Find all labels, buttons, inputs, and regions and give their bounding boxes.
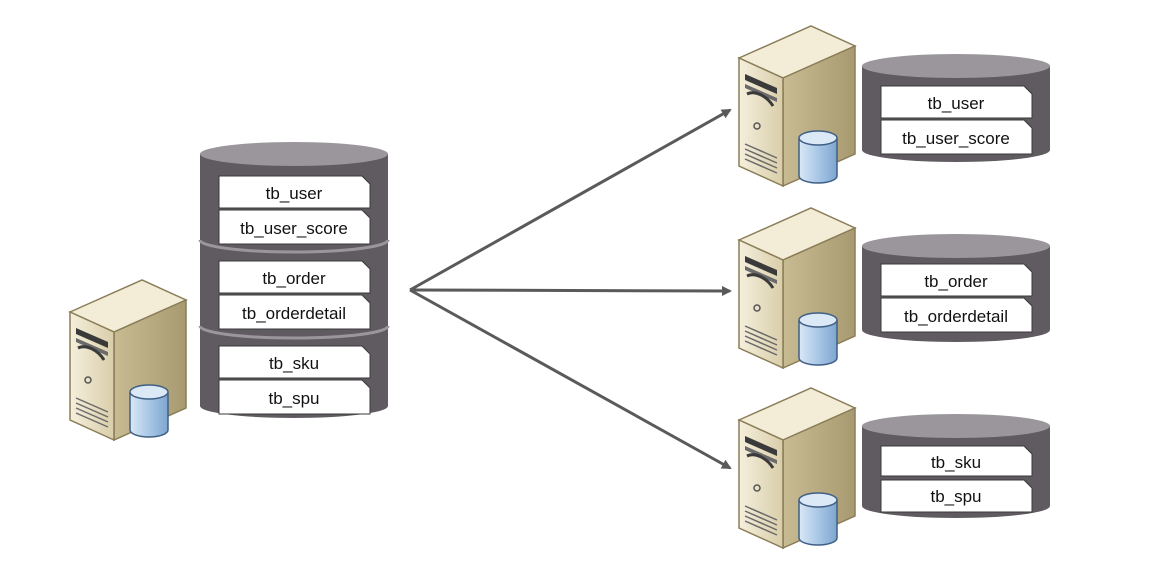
target-database-user: tb_user tb_user_score <box>862 54 1050 162</box>
table-label: tb_user_score <box>902 129 1010 148</box>
target-server-order: tb_order tb_orderdetail <box>737 206 1050 370</box>
table-label: tb_orderdetail <box>242 304 346 323</box>
source-server: tb_user tb_user_score tb_order tb_orderd… <box>68 142 390 442</box>
source-db-group-user: tb_user tb_user_score <box>218 175 371 245</box>
source-db-group-product: tb_sku tb_spu <box>218 345 371 415</box>
table-label: tb_spu <box>930 487 981 506</box>
source-db-group-order: tb_order tb_orderdetail <box>218 260 371 330</box>
target-server-user: tb_user tb_user_score <box>737 24 1050 188</box>
arrow-to-order-db <box>409 285 732 296</box>
server-icon <box>737 24 857 188</box>
server-icon <box>737 206 857 370</box>
table-label: tb_spu <box>268 389 319 408</box>
table-label: tb_user_score <box>240 219 348 238</box>
server-icon <box>737 386 857 550</box>
target-database-product: tb_sku tb_spu <box>862 414 1050 518</box>
target-server-product: tb_sku tb_spu <box>737 386 1050 550</box>
server-icon <box>68 278 188 442</box>
table-label: tb_orderdetail <box>904 307 1008 326</box>
table-label: tb_sku <box>269 354 319 373</box>
arrow-to-user-db <box>409 108 732 292</box>
table-label: tb_user <box>928 94 985 113</box>
table-label: tb_order <box>924 272 988 291</box>
arrow-to-product-db <box>409 288 732 470</box>
table-label: tb_sku <box>931 453 981 472</box>
arrows <box>409 108 732 470</box>
source-database: tb_user tb_user_score tb_order tb_orderd… <box>198 142 390 418</box>
table-label: tb_user <box>266 184 323 203</box>
table-label: tb_order <box>262 269 326 288</box>
target-database-order: tb_order tb_orderdetail <box>862 234 1050 342</box>
